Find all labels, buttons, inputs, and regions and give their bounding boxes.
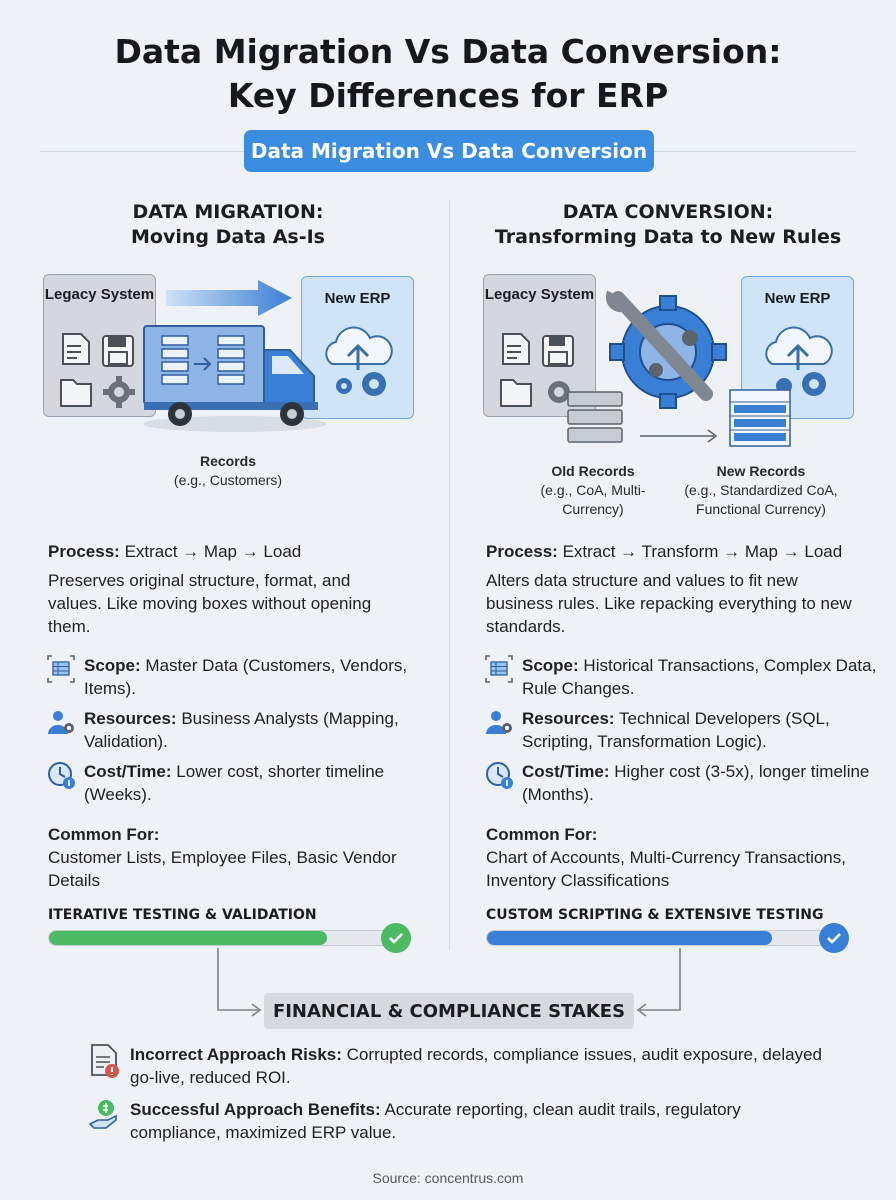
migration-description: Preserves original structure, format, an…: [48, 571, 372, 636]
scope-table-icon: [47, 655, 75, 683]
floppy-icon: [102, 335, 134, 367]
migration-heading: DATA MIGRATION: Moving Data As-Is: [18, 200, 438, 250]
new-records-label: New Records: [716, 463, 806, 479]
conversion-description: Alters data structure and values to fit …: [486, 571, 852, 636]
process-value: Extract → Map → Load: [124, 542, 302, 561]
old-records-label: Old Records: [551, 463, 635, 479]
conversion-heading-line-1: DATA CONVERSION:: [562, 201, 774, 223]
records-label: Records: [199, 453, 257, 469]
moving-truck-icon: [143, 325, 326, 432]
conversion-check-icon: [819, 923, 849, 953]
old-records-caption: Old Records (e.g., CoA, Multi-Currency): [523, 462, 663, 519]
common-label: Common For:: [486, 825, 598, 844]
conversion-cost: Cost/Time: Higher cost (3-5x), longer ti…: [484, 760, 879, 806]
benefit-label: Successful Approach Benefits:: [130, 1100, 381, 1119]
cost-label: Cost/Time:: [522, 762, 610, 781]
migration-check-icon: [381, 923, 411, 953]
legacy-files-icons: [60, 333, 135, 408]
conversion-scope: Scope: Historical Transactions, Complex …: [484, 654, 879, 700]
risk-value: Corrupted records, compliance issues, au…: [130, 1045, 822, 1087]
conversion-cloud-icon: [765, 326, 833, 396]
money-hand-icon: [88, 1100, 117, 1129]
resources-label: Resources:: [84, 709, 177, 728]
scope-table-icon: [485, 655, 513, 683]
conversion-progress-fill: [487, 931, 773, 945]
records-transform-icon: [567, 389, 791, 447]
process-label: Process:: [48, 542, 120, 561]
scope-label: Scope:: [522, 656, 579, 675]
title-line-1: Data Migration Vs Data Conversion:: [114, 32, 782, 71]
stakes-connectors: [217, 948, 681, 1017]
process-value: Extract → Transform → Map → Load: [562, 542, 843, 561]
erp-gear-icon: [336, 372, 386, 396]
conversion-bar-title: CUSTOM SCRIPTING & EXTENSIVE TESTING: [486, 907, 824, 923]
migration-legacy-label: Legacy System: [44, 286, 155, 303]
gear-icon: [103, 376, 135, 408]
migration-progress-bar: [48, 930, 398, 946]
risk-document-icon: [91, 1044, 119, 1078]
resources-value: Technical Developers (SQL, Scripting, Tr…: [522, 709, 830, 751]
common-value: Chart of Accounts, Multi-Currency Transa…: [486, 848, 846, 890]
conversion-legacy-icons: [500, 333, 574, 407]
migration-heading-line-2: Moving Data As-Is: [131, 226, 325, 248]
migration-arrow-icon: [166, 280, 292, 316]
records-example: (e.g., Customers): [173, 472, 283, 488]
benefit-value: Accurate reporting, clean audit trails, …: [130, 1100, 741, 1142]
migration-common: Common For: Customer Lists, Employee Fil…: [48, 823, 408, 892]
risk-label: Incorrect Approach Risks:: [130, 1045, 342, 1064]
migration-heading-line-1: DATA MIGRATION:: [132, 201, 324, 223]
migration-scope: Scope: Master Data (Customers, Vendors, …: [46, 654, 426, 700]
wrench-gear-icon: [605, 290, 727, 409]
scope-value: Master Data (Customers, Vendors, Items).: [84, 656, 408, 698]
migration-erp-label: New ERP: [324, 290, 391, 307]
migration-bar-title: ITERATIVE TESTING & VALIDATION: [48, 907, 317, 923]
scope-label: Scope:: [84, 656, 141, 675]
clock-icon: [486, 762, 513, 789]
stakes-heading: FINANCIAL & COMPLIANCE STAKES: [264, 993, 634, 1029]
conversion-process: Process: Extract → Transform → Map → Loa…: [486, 540, 886, 563]
old-records-example: (e.g., CoA, Multi-Currency): [540, 482, 646, 517]
common-label: Common For:: [48, 825, 160, 844]
migration-process: Process: Extract → Map → Load: [48, 540, 428, 563]
page-title: Data Migration Vs Data Conversion: Key D…: [0, 30, 896, 118]
new-records-caption: New Records (e.g., Standardized CoA, Fun…: [666, 462, 856, 519]
process-label: Process:: [486, 542, 558, 561]
conversion-common: Common For: Chart of Accounts, Multi-Cur…: [486, 823, 876, 892]
migration-progress-fill: [49, 931, 328, 945]
comparison-banner: Data Migration Vs Data Conversion: [244, 130, 654, 172]
analyst-person-icon: [48, 711, 74, 734]
resources-label: Resources:: [522, 709, 615, 728]
conversion-heading-line-2: Transforming Data to New Rules: [494, 226, 842, 248]
title-line-2: Key Differences for ERP: [227, 76, 669, 115]
source-credit: Source: concentrus.com: [372, 1170, 524, 1186]
migration-cost: Cost/Time: Lower cost, shorter timeline …: [46, 760, 426, 806]
scope-value: Historical Transactions, Complex Data, R…: [522, 656, 877, 698]
new-records-example: (e.g., Standardized CoA, Functional Curr…: [684, 482, 838, 517]
column-divider: [449, 200, 450, 950]
developer-person-icon: [486, 711, 512, 734]
cost-value: Lower cost, shorter timeline (Weeks).: [84, 762, 385, 804]
cost-label: Cost/Time:: [84, 762, 172, 781]
stakes-benefits: Successful Approach Benefits: Accurate r…: [88, 1098, 828, 1144]
conversion-legacy-label: Legacy System: [484, 286, 595, 303]
cloud-upload-icon: [325, 326, 393, 396]
document-icon: [62, 333, 90, 365]
folder-icon: [60, 379, 92, 407]
conversion-heading: DATA CONVERSION: Transforming Data to Ne…: [458, 200, 878, 250]
migration-resources: Resources: Business Analysts (Mapping, V…: [46, 707, 426, 753]
clock-icon: [48, 762, 75, 789]
common-value: Customer Lists, Employee Files, Basic Ve…: [48, 848, 397, 890]
stakes-risks: Incorrect Approach Risks: Corrupted reco…: [88, 1043, 828, 1089]
cost-value: Higher cost (3-5x), longer timeline (Mon…: [522, 762, 870, 804]
conversion-progress-bar: [486, 930, 836, 946]
migration-records-caption: Records (e.g., Customers): [128, 452, 328, 490]
conversion-resources: Resources: Technical Developers (SQL, Sc…: [484, 707, 884, 753]
conversion-erp-label: New ERP: [764, 290, 831, 307]
resources-value: Business Analysts (Mapping, Validation).: [84, 709, 399, 751]
